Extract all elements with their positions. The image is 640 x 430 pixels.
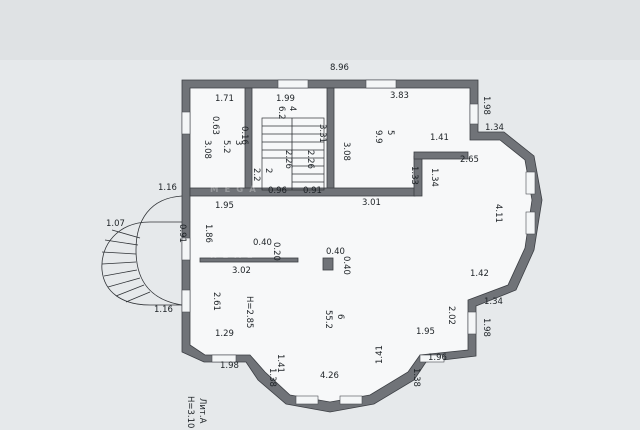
window-left-2 xyxy=(181,237,191,261)
paper-top-shadow xyxy=(0,0,640,60)
watermark-line1: MEGA xyxy=(210,185,262,195)
room5-area: 55.2 xyxy=(323,310,333,329)
room1-number: 3 xyxy=(233,140,243,145)
room4-area: 9.9 xyxy=(373,130,383,144)
dim-stair-width: 1.99 xyxy=(276,94,295,104)
dim-lower-w3: 0.91 xyxy=(303,186,322,196)
dim-column-a: 0.40 xyxy=(253,238,272,248)
dimension-labels: 8.96 1.71 1.99 3.83 1.98 1.34 1.41 2.65 … xyxy=(106,63,504,387)
dim-bay-depth: 4.11 xyxy=(493,204,503,223)
dim-bay-b: 1.33 xyxy=(409,166,419,185)
dim-bottom-l4: 1.41 xyxy=(275,354,285,373)
stamp-line2: H=3.10 xyxy=(185,396,195,428)
dim-stair-2: 3.31 xyxy=(317,124,327,143)
room5-number: 6 xyxy=(335,314,345,319)
watermark-line2: REAL xyxy=(210,251,258,261)
window-bottom-right xyxy=(419,354,445,363)
dim-lower-w2: 0.96 xyxy=(268,186,287,196)
dim-room1-a: 0.63 xyxy=(210,116,220,135)
dim-right-c: 1.34 xyxy=(484,297,503,307)
window-bay-1 xyxy=(525,171,536,195)
room3-number: 4 xyxy=(287,106,297,111)
wall-stair-room5 xyxy=(326,87,335,196)
window-left-1 xyxy=(181,111,191,135)
dim-room5-b: 1.41 xyxy=(430,133,449,143)
dim-bay-a: 2.65 xyxy=(460,155,479,165)
dim-porch-left: 1.07 xyxy=(106,219,125,229)
dim-room5-right: 1.98 xyxy=(481,96,491,115)
room2-area: 2.2 xyxy=(251,168,261,182)
window-top-1 xyxy=(277,79,309,89)
dim-right-b: 2.02 xyxy=(446,306,456,325)
dim-bottom-l1: 1.29 xyxy=(215,329,234,339)
dim-stair-4: 2.26 xyxy=(283,150,293,169)
dim-room1-b: 3.08 xyxy=(202,140,212,159)
room5-height: H=2.85 xyxy=(244,296,254,328)
dim-overall-width: 8.96 xyxy=(330,63,349,73)
dim-hall-width: 3.02 xyxy=(232,266,251,276)
room4-number: 5 xyxy=(385,130,395,135)
dim-bay-c: 1.34 xyxy=(429,168,439,187)
dim-bottom-r1: 1.41 xyxy=(375,345,385,364)
partition-hall xyxy=(199,257,299,263)
dim-left-wall: 1.86 xyxy=(203,224,213,243)
dim-room5-left: 3.08 xyxy=(341,142,351,161)
window-arc-1 xyxy=(295,395,319,405)
window-bottom-left xyxy=(211,354,237,363)
window-top-2 xyxy=(365,79,397,89)
dim-lower-w4: 3.01 xyxy=(362,198,381,208)
dim-porch-side: 0.91 xyxy=(177,224,187,243)
dim-room5-width: 3.83 xyxy=(390,91,409,101)
watermark: MEGA REAL xyxy=(210,185,262,261)
dim-room1-width: 1.71 xyxy=(215,94,234,104)
dim-bottom-arc: 4.26 xyxy=(320,371,339,381)
porch-spiral-stair xyxy=(101,195,183,306)
window-right-2 xyxy=(467,311,477,335)
window-right-1 xyxy=(469,103,479,125)
room2-number: 2 xyxy=(263,168,273,173)
stamp-line1: Лит.А xyxy=(197,398,207,424)
window-bay-2 xyxy=(525,211,536,235)
dim-bottom-l3: 1.38 xyxy=(267,368,277,387)
dim-right-a: 1.42 xyxy=(470,269,489,279)
dim-room5-c: 1.34 xyxy=(485,123,504,133)
floor-fill xyxy=(190,88,532,402)
dim-lower-w1: 1.95 xyxy=(215,201,234,211)
window-left-3 xyxy=(181,289,191,313)
room1-area: 5.2 xyxy=(221,140,231,154)
dim-bottom-l2: 1.98 xyxy=(220,361,239,371)
dim-bottom-r2: 1.38 xyxy=(411,368,421,387)
dim-left-mid: 2.61 xyxy=(211,292,221,311)
outer-wall xyxy=(181,79,543,413)
interior-staircase xyxy=(261,117,325,191)
dim-stair-1: 0.16 xyxy=(239,126,249,145)
dim-bottom-r4: 1.95 xyxy=(416,327,435,337)
window-arc-2 xyxy=(339,395,363,405)
column-square xyxy=(322,257,334,271)
room-labels: 3 5.2 2 2.2 4 6.2 5 9.9 6 55.2 H=2.85 xyxy=(221,106,395,329)
dim-column-c: 0.40 xyxy=(326,247,345,257)
stamp: Лит.А H=3.10 xyxy=(185,396,207,428)
dim-bottom-r3: 1.96 xyxy=(428,353,447,363)
dim-porch-top: 1.16 xyxy=(158,183,177,193)
dim-column-b: 0.20 xyxy=(271,242,281,261)
room3-area: 6.2 xyxy=(276,106,286,120)
dim-stair-3: 2.26 xyxy=(305,150,315,169)
dim-porch-bottom: 1.16 xyxy=(154,305,173,315)
wall-room5-bottom xyxy=(413,151,469,160)
dim-right-d: 1.98 xyxy=(481,318,491,337)
dim-column-d: 0.40 xyxy=(341,256,351,275)
